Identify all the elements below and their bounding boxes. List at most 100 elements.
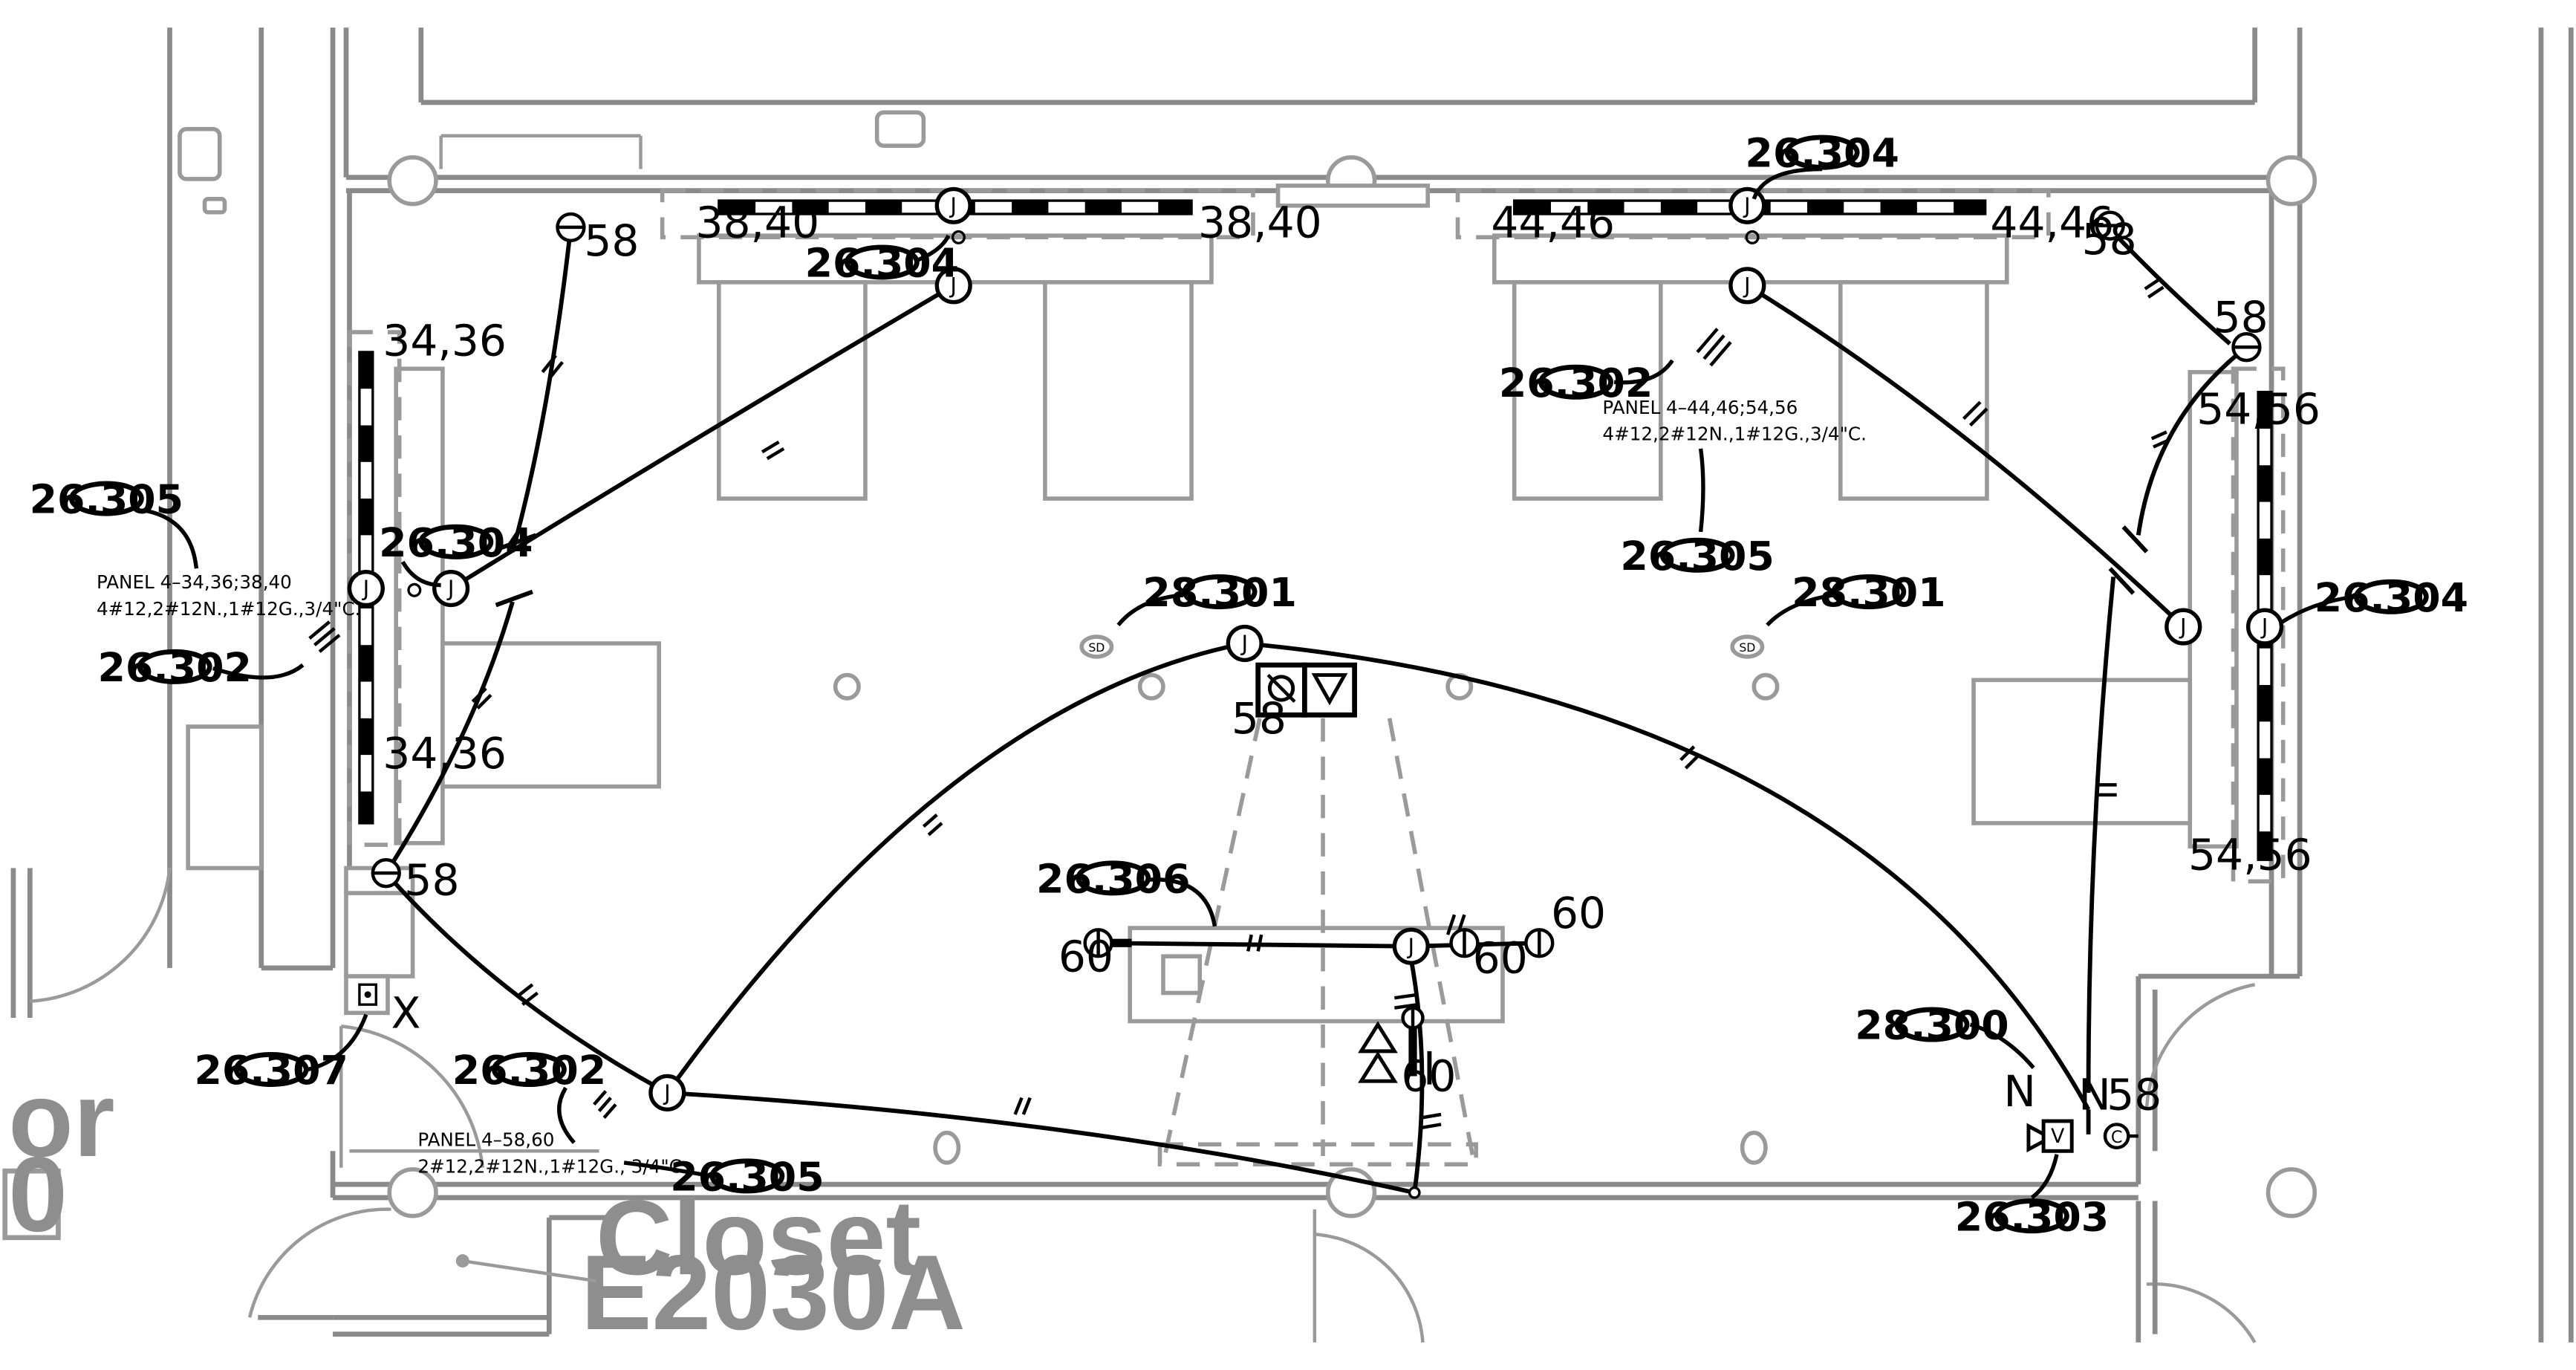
circuit-label: 58 [1232, 693, 1287, 744]
junction-letter: J [1240, 631, 1248, 656]
sd-label: SD [1739, 640, 1755, 655]
junction-box-icon: J [1226, 624, 1263, 663]
keynote-tag: 26.302 [98, 644, 252, 691]
circuit-label: 38,40 [695, 197, 819, 247]
keynote-tag: 26.302 [1499, 360, 1653, 406]
panel-note: 4#12,2#12N.,1#12G.,3/4"C. [1602, 423, 1867, 445]
panel-note: PANEL 4–34,36;38,40 [97, 571, 292, 593]
junction-letter: J [949, 273, 957, 298]
receptacle-icon [1449, 928, 1480, 958]
keynote-tag: 26.304 [2315, 574, 2468, 621]
keynote-tag-text: 26.306 [1036, 855, 1190, 902]
junction-box-icon: J [934, 186, 972, 224]
junction-box-icon: J [648, 1074, 686, 1111]
circuit-label: 58 [2107, 1069, 2162, 1120]
c-label: C [2111, 1128, 2123, 1147]
keynote-tag-text: 26.305 [670, 1154, 824, 1201]
circuit-labels: 38,40 38,40 44,46 44,46 34,36 34,36 54,5… [2, 197, 2320, 1352]
junction-letter: J [1743, 193, 1751, 218]
junction-box-icon: J [347, 569, 385, 608]
keynote-tag-text: 26.304 [2315, 574, 2468, 621]
circuit-label: 34,36 [383, 315, 507, 366]
circuit-label: 44,46 [1491, 197, 1615, 247]
receptacle-icon [556, 212, 586, 243]
ceiling-devices: SD SD [833, 634, 1780, 1165]
junction-letter: J [949, 193, 957, 218]
circuit-label: 34,36 [383, 728, 507, 779]
partial-room-number: 0 [8, 1135, 68, 1254]
triangle-device-icon [1358, 1021, 1398, 1054]
keynote-tag: 28.301 [1792, 569, 1945, 616]
keynote-tag: 26.302 [452, 1047, 606, 1094]
circuit-label: 58 [2082, 214, 2137, 264]
circuit-label: 60 [1551, 888, 1606, 938]
junction-box-icon: J [934, 267, 972, 305]
keynote-tag-text: 28.301 [1792, 569, 1945, 616]
circuit-label: 60 [1401, 1051, 1456, 1102]
devices: J J J J J J J J J J J [347, 186, 2284, 1111]
special-symbols: V C [358, 662, 2138, 1199]
junction-letter: J [663, 1080, 671, 1106]
sd-label: SD [1088, 640, 1105, 655]
speaker-icon [1311, 673, 1348, 706]
junction-box-icon: J [2164, 608, 2202, 646]
circuit-label: 60 [1058, 931, 1113, 981]
volume-control-icon [2026, 1123, 2055, 1153]
keynote-tag-text: 26.305 [30, 476, 183, 523]
junction-letter: J [1406, 934, 1414, 959]
receptacle-icon [2095, 210, 2125, 241]
circuit-label: 38,40 [1198, 197, 1322, 247]
keynote-tag: 26.305 [670, 1154, 824, 1201]
junction-box-icon: J [1392, 927, 1430, 965]
junction-box-icon: J [1728, 267, 1766, 305]
keynote-tag: 26.306 [1036, 855, 1190, 902]
keynote-tag-text: 28.301 [1142, 569, 1296, 616]
receptacle-icon [1083, 928, 1113, 958]
junction-letter: J [2179, 614, 2187, 640]
circuit-label: 44,46 [1990, 197, 2114, 247]
keynote-tag: 28.301 [1142, 569, 1296, 616]
junction-box-icon: J [432, 569, 470, 608]
circuit-label: 58 [584, 215, 639, 266]
junction-letter: J [446, 576, 455, 601]
fixtures-architectural [178, 110, 1430, 1016]
wire-loop-icon [1745, 230, 1760, 244]
receptacle-icon [1401, 1006, 1425, 1030]
panel-note: PANEL 4–44,46;54,56 [1602, 397, 1798, 418]
partial-room-name: or [8, 1060, 114, 1179]
receptacle-icon [1524, 928, 1555, 958]
keynote-tag-text: 26.304 [805, 240, 959, 287]
keynote-tag: 26.304 [379, 519, 533, 566]
tag-leaders [143, 166, 2355, 1200]
room-name: Closet [596, 1178, 921, 1297]
furniture [347, 188, 2286, 1167]
circuit-label: 60 [1473, 933, 1528, 984]
junction-letter: J [362, 576, 370, 601]
keynote-tag: 26.303 [1955, 1193, 2109, 1240]
circuit-label: N [2078, 1069, 2111, 1120]
wire-loop-icon [951, 230, 966, 244]
circuit-label: 58 [404, 854, 459, 905]
junction-box-icon: J [2245, 608, 2284, 646]
keynote-tag-text: 26.302 [1499, 360, 1653, 406]
circuit-label: N [2003, 1066, 2036, 1117]
keynote-tag-text: 26.305 [1620, 533, 1774, 580]
keynote-tag-text: 26.304 [1745, 130, 1899, 177]
circuit-label: 54,56 [2196, 383, 2320, 434]
junction-box-icon: J [1728, 186, 1766, 224]
keynote-tag-text: 26.302 [452, 1047, 606, 1094]
triangle-device-icon [1358, 1051, 1398, 1083]
junction-letter: J [2260, 614, 2268, 640]
receptacle-icon [371, 857, 401, 889]
circuit-label: 54,56 [2188, 830, 2312, 880]
keynote-tags: 26.304 26.304 26.304 26.304 26.305 26.305 26.3… [30, 130, 2468, 1241]
keynote-tag-text: 26.307 [194, 1047, 348, 1094]
junction-letter: J [1743, 273, 1751, 298]
keynote-tag: 26.304 [1745, 130, 1899, 177]
keynote-tag: 26.304 [805, 240, 959, 287]
keynote-tag: 26.305 [30, 476, 183, 523]
room-number: E2030A [581, 1233, 966, 1352]
panel-note: 4#12,2#12N.,1#12G.,3/4"C. [97, 598, 361, 620]
keynote-tag: 28.300 [1855, 1002, 2009, 1049]
